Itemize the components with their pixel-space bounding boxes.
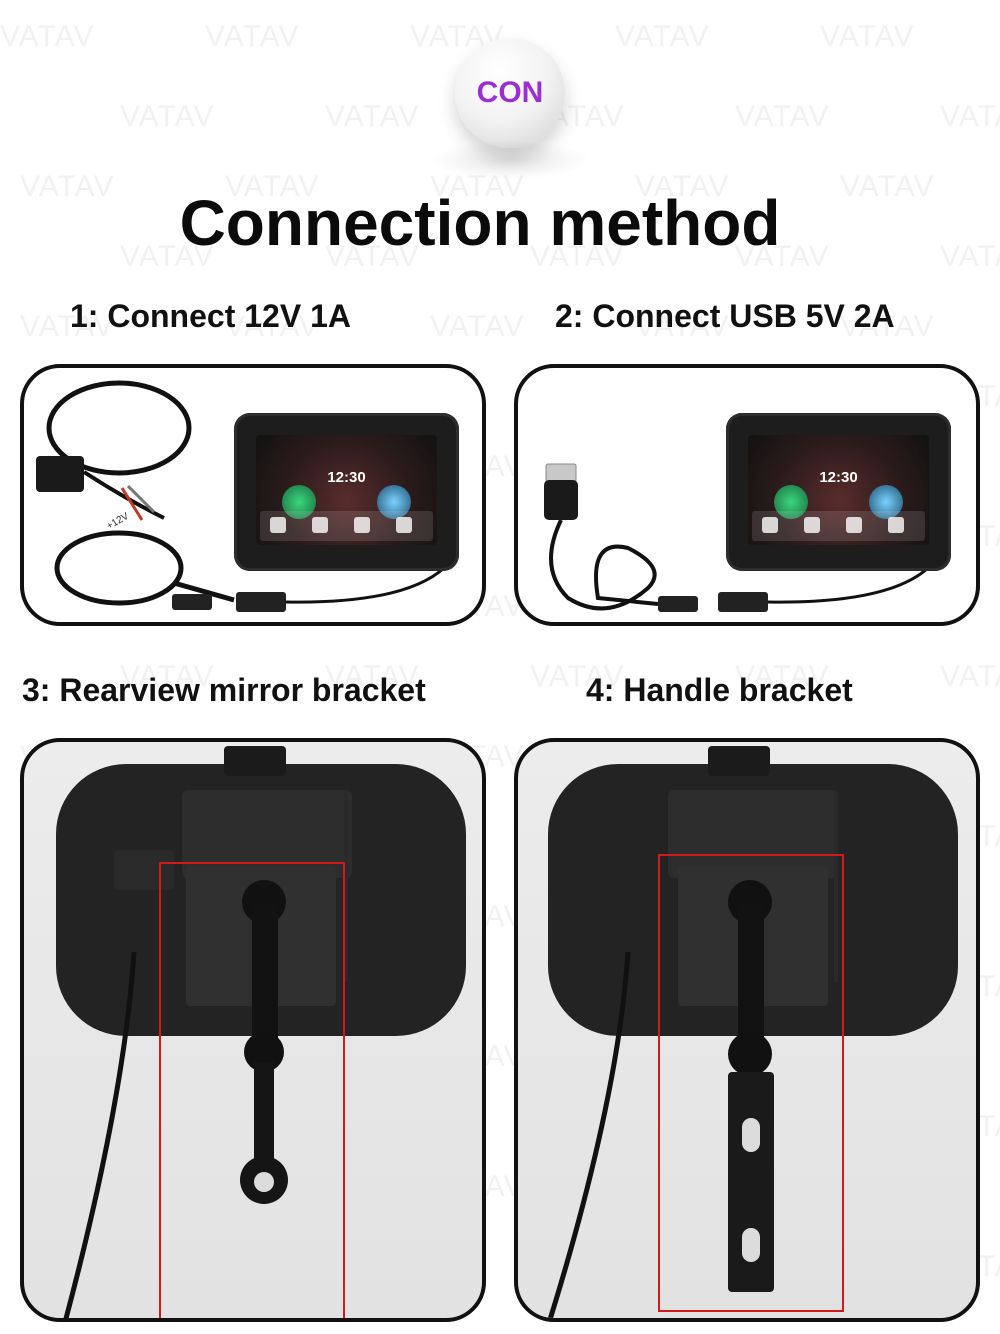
video-icon bbox=[354, 517, 370, 533]
highlight-box bbox=[159, 862, 345, 1318]
page-title: Connection method bbox=[179, 187, 781, 259]
section-3-label: 3: Rearview mirror bracket bbox=[22, 672, 426, 708]
watermark-text: VATAV bbox=[20, 310, 115, 343]
section-1-label: 1: Connect 12V 1A bbox=[70, 298, 351, 334]
screen-clock: 12:30 bbox=[819, 469, 858, 486]
music-icon bbox=[312, 517, 328, 533]
music-icon bbox=[804, 517, 820, 533]
watermark-text: VATAV bbox=[120, 240, 215, 273]
watermark-text: VATAV bbox=[820, 20, 915, 53]
handle-bracket-photo bbox=[547, 746, 958, 1318]
watermark-text: VATAV bbox=[325, 660, 420, 693]
android-auto-icon bbox=[377, 485, 411, 519]
badge-text: CON bbox=[476, 76, 544, 109]
bluetooth-icon bbox=[888, 517, 904, 533]
panel-rearview-mirror-bracket bbox=[20, 738, 486, 1322]
watermark-text: VATAV bbox=[940, 660, 1000, 693]
watermark-text: VATAV bbox=[225, 310, 320, 343]
phone-icon bbox=[762, 517, 778, 533]
watermark-text: VATAV bbox=[0, 20, 95, 53]
watermark-text: VATAV bbox=[225, 170, 320, 203]
watermark-text: VATAV bbox=[735, 240, 830, 273]
watermark-text: VATAV bbox=[635, 310, 730, 343]
watermark-text: VATAV bbox=[325, 100, 420, 133]
badge-reflection bbox=[430, 140, 590, 180]
carplay-icon bbox=[282, 485, 316, 519]
watermark-text: VATAV bbox=[615, 20, 710, 53]
watermark-text: VATAV bbox=[530, 240, 625, 273]
rearview-bracket-photo bbox=[56, 746, 466, 1318]
carplay-icon bbox=[774, 485, 808, 519]
con-badge: CON bbox=[455, 38, 565, 148]
device-screen: 12:30 bbox=[234, 413, 459, 571]
watermark-text: VATAV bbox=[430, 310, 525, 343]
watermark-text: VATAV bbox=[635, 170, 730, 203]
panel-12v: +12V 12:30 bbox=[20, 364, 486, 626]
watermark-text: VATAV bbox=[20, 170, 115, 203]
phone-icon bbox=[270, 517, 286, 533]
watermark-text: VATAV bbox=[530, 660, 625, 693]
watermark-text: VATAV bbox=[735, 100, 830, 133]
video-icon bbox=[846, 517, 862, 533]
watermark-text: VATAV bbox=[940, 240, 1000, 273]
screen-clock: 12:30 bbox=[327, 469, 366, 486]
bluetooth-icon bbox=[396, 517, 412, 533]
section-2-label: 2: Connect USB 5V 2A bbox=[555, 298, 895, 334]
panel-usb: 12:30 bbox=[514, 364, 980, 626]
hardwire-cable-illustration bbox=[36, 380, 446, 612]
device-screen: 12:30 bbox=[726, 413, 951, 571]
panel-handle-bracket bbox=[514, 738, 980, 1322]
screen-dock bbox=[260, 511, 433, 541]
highlight-box bbox=[658, 854, 844, 1312]
watermark-text: VATAV bbox=[735, 660, 830, 693]
android-auto-icon bbox=[869, 485, 903, 519]
watermark-text: VATAV bbox=[205, 20, 300, 53]
section-4-label: 4: Handle bracket bbox=[586, 672, 853, 708]
watermark-text: VATAV bbox=[120, 660, 215, 693]
watermark-text: VATAV bbox=[430, 170, 525, 203]
watermark-text: VATAV bbox=[940, 100, 1000, 133]
watermark-text: VATAV bbox=[325, 240, 420, 273]
watermark-text: VATAV bbox=[840, 310, 935, 343]
watermark-text: VATAV bbox=[120, 100, 215, 133]
watermark-text: VATAV bbox=[840, 170, 935, 203]
screen-dock bbox=[752, 511, 925, 541]
usb-cable-illustration bbox=[544, 463, 930, 612]
